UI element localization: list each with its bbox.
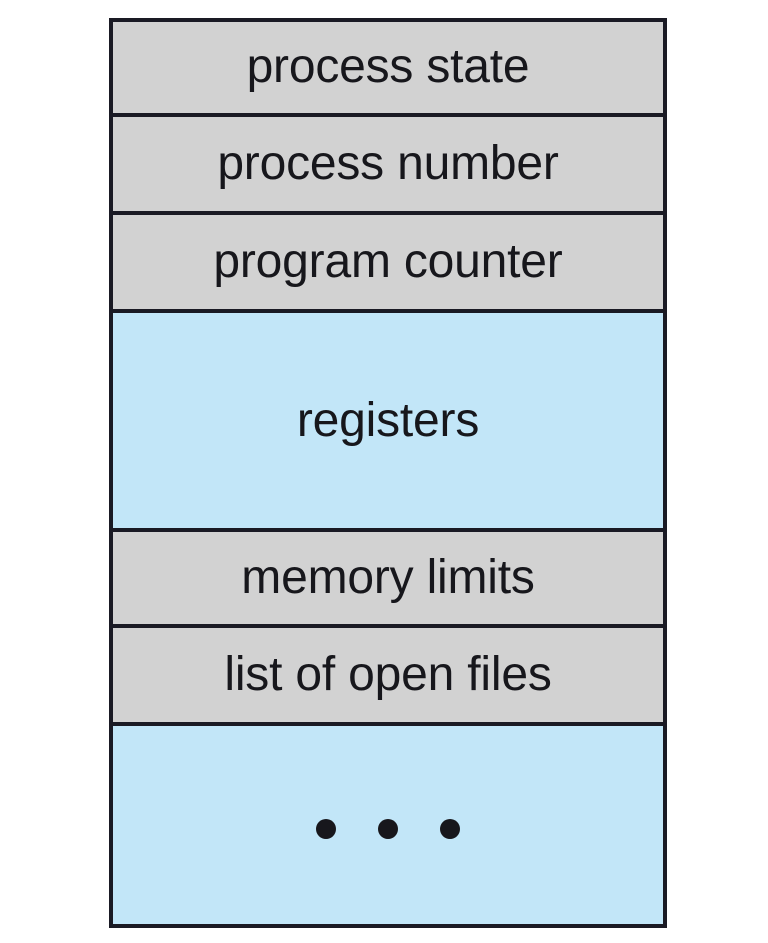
pcb-row-program-counter: program counter <box>113 214 663 314</box>
pcb-row-label: list of open files <box>224 648 552 702</box>
pcb-row-process-number: process number <box>113 116 663 215</box>
pcb-row-memory-limits: memory limits <box>113 531 663 628</box>
pcb-row-label: process state <box>246 40 530 94</box>
ellipsis-dot-icon <box>316 819 336 840</box>
pcb-row-label: program counter <box>213 234 563 288</box>
pcb-row-process-state: process state <box>113 22 663 117</box>
ellipsis-dot-icon <box>440 819 460 840</box>
pcb-row-ellipsis <box>113 726 663 924</box>
pcb-row-label: memory limits <box>241 550 535 604</box>
ellipsis-dot-icon <box>378 819 398 840</box>
pcb-row-list-of-open-files: list of open files <box>113 627 663 727</box>
process-control-block-diagram: process state process number program cou… <box>109 18 667 928</box>
pcb-row-label: process number <box>217 136 559 190</box>
ellipsis-dots <box>113 819 663 840</box>
pcb-row-registers: registers <box>113 313 663 532</box>
pcb-row-label: registers <box>296 393 480 447</box>
